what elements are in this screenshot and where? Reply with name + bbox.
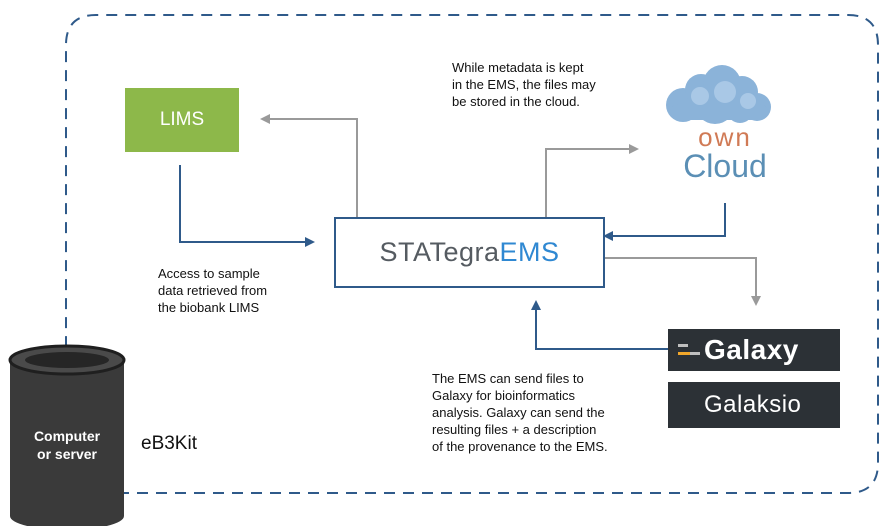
galaksio-badge: Galaksio [668,382,840,428]
arrow-ems-to-lims [260,114,358,218]
kit-boundary [65,14,879,494]
ems-label-part1: STATegra [379,237,500,267]
galaxy-badge: Galaxy [668,329,840,371]
lims-note-line: data retrieved from [158,283,268,298]
ems-label-part2: EMS [499,237,560,267]
galaxy-note: The EMS can send files to Galaxy for bio… [432,370,608,455]
lims-note: Access to sample data retrieved from the… [158,265,267,316]
galaxy-note-line: analysis. Galaxy can send the [432,405,605,420]
arrow-ems-to-cloud [545,144,639,218]
database-cylinder-icon [8,344,126,526]
galaksio-label: Galaksio [704,391,802,418]
computer-label-line1: Computer [33,428,101,444]
arrow-galaxy-to-ems [531,300,668,350]
galaxy-note-line: The EMS can send files to [432,371,584,386]
galaxy-note-line: Galaxy for bioinformatics [432,388,576,403]
arrow-lims-to-ems [179,165,315,247]
lims-node: LIMS [125,88,239,152]
cloud-note-line: While metadata is kept [452,60,584,75]
lims-note-line: Access to sample [158,266,260,281]
computer-label: Computer or server [12,427,122,463]
cloud-note: While metadata is kept in the EMS, the f… [452,59,596,110]
arrow-cloud-to-ems [603,203,726,241]
cloud-note-line: be stored in the cloud. [452,94,580,109]
galaxy-note-line: resulting files + a description [432,422,597,437]
kit-label: eB3Kit [141,433,197,454]
computer-label-line2: or server [37,446,97,462]
galaxy-note-line: of the provenance to the EMS. [432,439,608,454]
lims-label: LIMS [159,109,205,130]
cloud-highlight [691,81,756,109]
lims-note-line: the biobank LIMS [158,300,260,315]
cloud-note-line: in the EMS, the files may [452,77,596,92]
owncloud-label-cloud: Cloud [683,148,767,184]
galaxy-label: Galaxy [704,334,799,365]
arrow-ems-to-galaxy [603,257,761,306]
owncloud-label-own: own [698,122,752,152]
galaxy-logo-icon [678,341,700,359]
